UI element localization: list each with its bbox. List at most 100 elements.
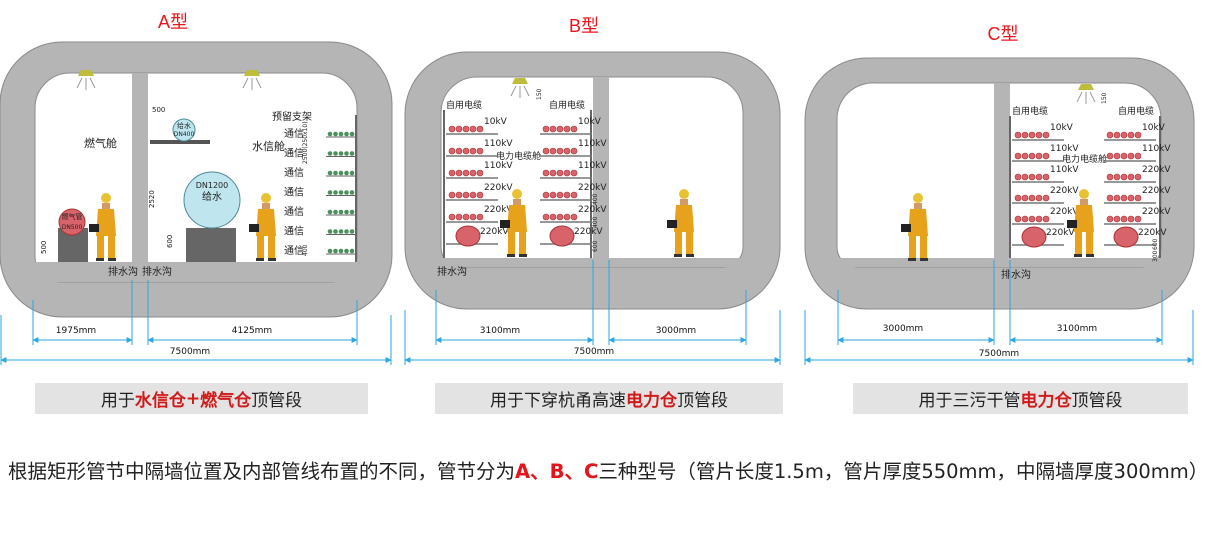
shelf-voltage-label: 110kV [578,161,607,171]
water-main-pipe-icon [183,171,241,229]
shelf-voltage-label: 220kV [578,183,607,193]
cable-icon [455,169,463,177]
dim-a-total: 7500mm [170,347,210,357]
footnote-type-c: C [584,460,599,483]
cable-icon [1106,152,1114,160]
shelf-right: 220kV [1104,207,1171,225]
cable-icon [1028,173,1036,181]
shelf-voltage-label: 220kV [578,205,607,215]
cable-icon [542,213,550,221]
cable-icon [1014,131,1022,139]
cable-icon [1014,194,1022,202]
cable-icon [469,169,477,177]
water-main-support [186,228,236,262]
caption-a-plus: + [185,388,201,409]
shelf-left: 220kV [1012,226,1075,248]
caption-b-highlight: 电力仓 [626,391,677,411]
comm-cable-icon [338,170,344,176]
comm-cable-icon [344,190,349,195]
comm-row-label: 通信 [284,206,304,218]
shelf-left: 220kV [1012,207,1079,225]
cable-icon [462,169,470,177]
cable-220kv-icon [455,225,481,247]
shelf-voltage-label: 10kV [484,117,508,127]
cable-icon [563,125,571,133]
caption-a: 用于水信仓+燃气仓顶管段 [35,383,368,414]
dim-600: 600 [592,240,599,252]
cable-icon [1035,215,1043,223]
panel-b-floor [441,258,743,267]
caption-c-highlight: 电力仓 [1020,391,1072,411]
cable-icon [542,169,550,177]
comm-row-label: 通信 [284,128,304,140]
cable-icon [556,125,564,133]
dim-600: 600 [1152,238,1159,250]
cable-icon [455,125,463,133]
cable-shelves: 10kV110kV110kV220kV220kV220kV10kV110kV22… [1012,123,1171,248]
cable-icon [1035,131,1043,139]
label-gas-pipe: 燃气管 [62,212,83,221]
worker-figure-icon [1067,189,1094,257]
label-own-cable-right: 自用电缆 [1118,105,1154,117]
cable-icon [1106,173,1114,181]
panel-c-title: C型 [988,24,1019,44]
caption-c: 用于三污干管电力仓顶管段 [853,383,1188,414]
caption-b-post: 顶管段 [677,391,728,411]
comm-cable-icon [344,151,349,156]
caption-c-post: 顶管段 [1071,391,1123,411]
cable-icon [462,125,470,133]
panel-b-mid-wall [593,77,609,259]
shelf-right: 110kV [540,161,607,179]
shelf-voltage-label: 110kV [484,139,513,149]
cable-icon [563,213,571,221]
cable-icon [469,191,477,199]
cable-icon [1120,173,1128,181]
footnote: 根据矩形管节中隔墙位置及内部管线布置的不同，管节分为A、B、C三种型号（管片长度… [8,452,1218,492]
panel-b: B型 自用电缆 自用电缆 电力电缆舱 10kV110kV110kV220kV22… [404,16,781,365]
comm-cable-icon [344,209,349,215]
cable-icon [1042,131,1050,139]
cable-icon [448,169,456,177]
cable-220kv-icon [1021,226,1047,248]
cable-icon [1134,194,1142,202]
panel-a-title: A型 [158,12,188,32]
cable-icon [570,169,578,177]
dim-a-left: 1975mm [56,326,96,336]
dim-600: 600 [166,235,174,248]
cable-icon [1113,215,1121,223]
dim-400b: 400 [592,216,599,228]
dim-400: 400 [302,244,309,256]
dim-2520: 2520 [148,190,156,208]
comm-cable-icon [333,170,338,176]
cable-icon [1134,215,1142,223]
comm-shelf-row: 通信 [284,187,356,199]
shelf-left: 110kV [446,161,513,179]
cable-icon [462,213,470,221]
cable-icon [1120,194,1128,202]
cable-icon [1042,194,1050,202]
comm-cable-icon [349,131,355,137]
comm-cable-icon [338,190,344,195]
shelf-voltage-label: 110kV [484,161,513,171]
footnote-text-2: 三种型号（管片长度1.5m，管片厚度550mm，中隔墙厚度300mm） [598,460,1209,483]
label-water-main-size: DN1200 [196,181,229,190]
cable-icon [476,147,484,155]
shelf-right: 110kV [540,139,607,157]
cable-icon [476,213,484,221]
cable-icon [549,213,557,221]
cable-icon [542,191,550,199]
cable-icon [570,147,578,155]
comm-cable-icon [327,151,333,156]
caption-a-highlight-2: 燃气仓 [200,391,252,411]
label-power-cabin: 电力电缆舱 [496,150,541,162]
cable-icon [556,169,564,177]
gas-pipe-icon [58,208,86,236]
comm-row-label: 通信 [284,226,304,238]
cable-icon [1106,194,1114,202]
comm-cable-icon [338,151,344,156]
cable-icon [570,125,578,133]
cable-icon [570,191,578,199]
shelf-voltage-label: 220kV [480,227,509,237]
shelf-left: 220kV [446,183,513,201]
comm-row-label: 通信 [284,148,304,160]
